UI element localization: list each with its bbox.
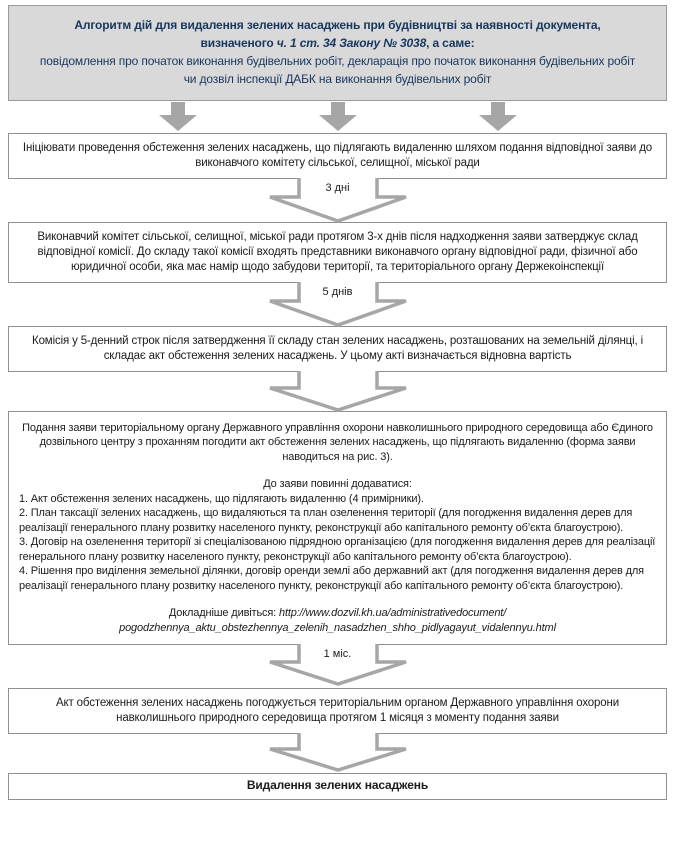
- attachment-item: 2. План таксації зелених насаджень, що в…: [19, 507, 633, 534]
- attachment-item: 1. Акт обстеження зелених насаджень, що …: [19, 492, 424, 505]
- application-box: Подання заяви територіальному органу Дер…: [8, 410, 667, 646]
- details-url: http://www.dozvil.kh.ua/administrativedo…: [119, 607, 556, 634]
- attachments-list: 1. Акт обстеження зелених насаджень, що …: [19, 492, 656, 594]
- step-initiate-box: Ініціювати проведення обстеження зелених…: [8, 133, 667, 179]
- attachment-item: 4. Рішення про виділення земельної ділян…: [19, 565, 644, 592]
- step-committee-box: Виконавчий комітет сільської, селищної, …: [8, 221, 667, 283]
- details-label: Докладніше дивіться:: [168, 607, 279, 620]
- approval-box: Акт обстеження зелених насаджень погоджу…: [8, 688, 667, 735]
- down-arrow-solid-icon: [158, 102, 197, 131]
- step-commission-box: Комісія у 5-денний строк після затвердже…: [8, 325, 667, 372]
- arrow-plain: [8, 733, 667, 774]
- header-law-ref: ч. 1 ст. 34 Закону № 3038: [276, 36, 427, 50]
- attachment-item: 3. Договір на озеленення території зі сп…: [19, 536, 656, 563]
- arrow-duration-label: 1 міс.: [323, 648, 352, 661]
- header-title-text: Алгоритм дій для видалення зелених насад…: [74, 18, 601, 50]
- down-arrow-outline-icon: [268, 370, 407, 412]
- application-intro: Подання заяви територіальному органу Дер…: [22, 421, 653, 463]
- final-box: Видалення зелених насаджень: [8, 773, 667, 800]
- attachments-title: До заяви повинні додаватися:: [263, 478, 412, 491]
- arrow-1-month: 1 міс.: [8, 644, 667, 689]
- arrow-plain: [8, 370, 667, 412]
- arrow-5-days: 5 днів: [8, 281, 667, 327]
- header-title: Алгоритм дій для видалення зелених насад…: [37, 16, 638, 52]
- arrow-duration-label: 3 дні: [325, 181, 350, 194]
- down-arrow-outline-icon: [268, 281, 407, 327]
- down-arrow-outline-icon: [268, 177, 407, 223]
- down-arrow-outline-icon: [268, 733, 407, 772]
- header-title-suffix: , а саме:: [426, 36, 475, 50]
- triple-arrow-row: [8, 102, 667, 132]
- down-arrow-outline-icon: [268, 644, 407, 687]
- header-box: Алгоритм дій для видалення зелених насад…: [8, 5, 667, 101]
- arrow-duration-label: 5 днів: [322, 285, 353, 298]
- details-note: Докладніше дивіться: http://www.dozvil.k…: [19, 606, 656, 635]
- header-subtitle: повідомлення про початок виконання будів…: [39, 54, 636, 86]
- down-arrow-solid-icon: [478, 102, 517, 131]
- arrow-3-days: 3 дні: [8, 177, 667, 223]
- down-arrow-solid-icon: [318, 102, 357, 131]
- flowchart: Алгоритм дій для видалення зелених насад…: [8, 5, 667, 800]
